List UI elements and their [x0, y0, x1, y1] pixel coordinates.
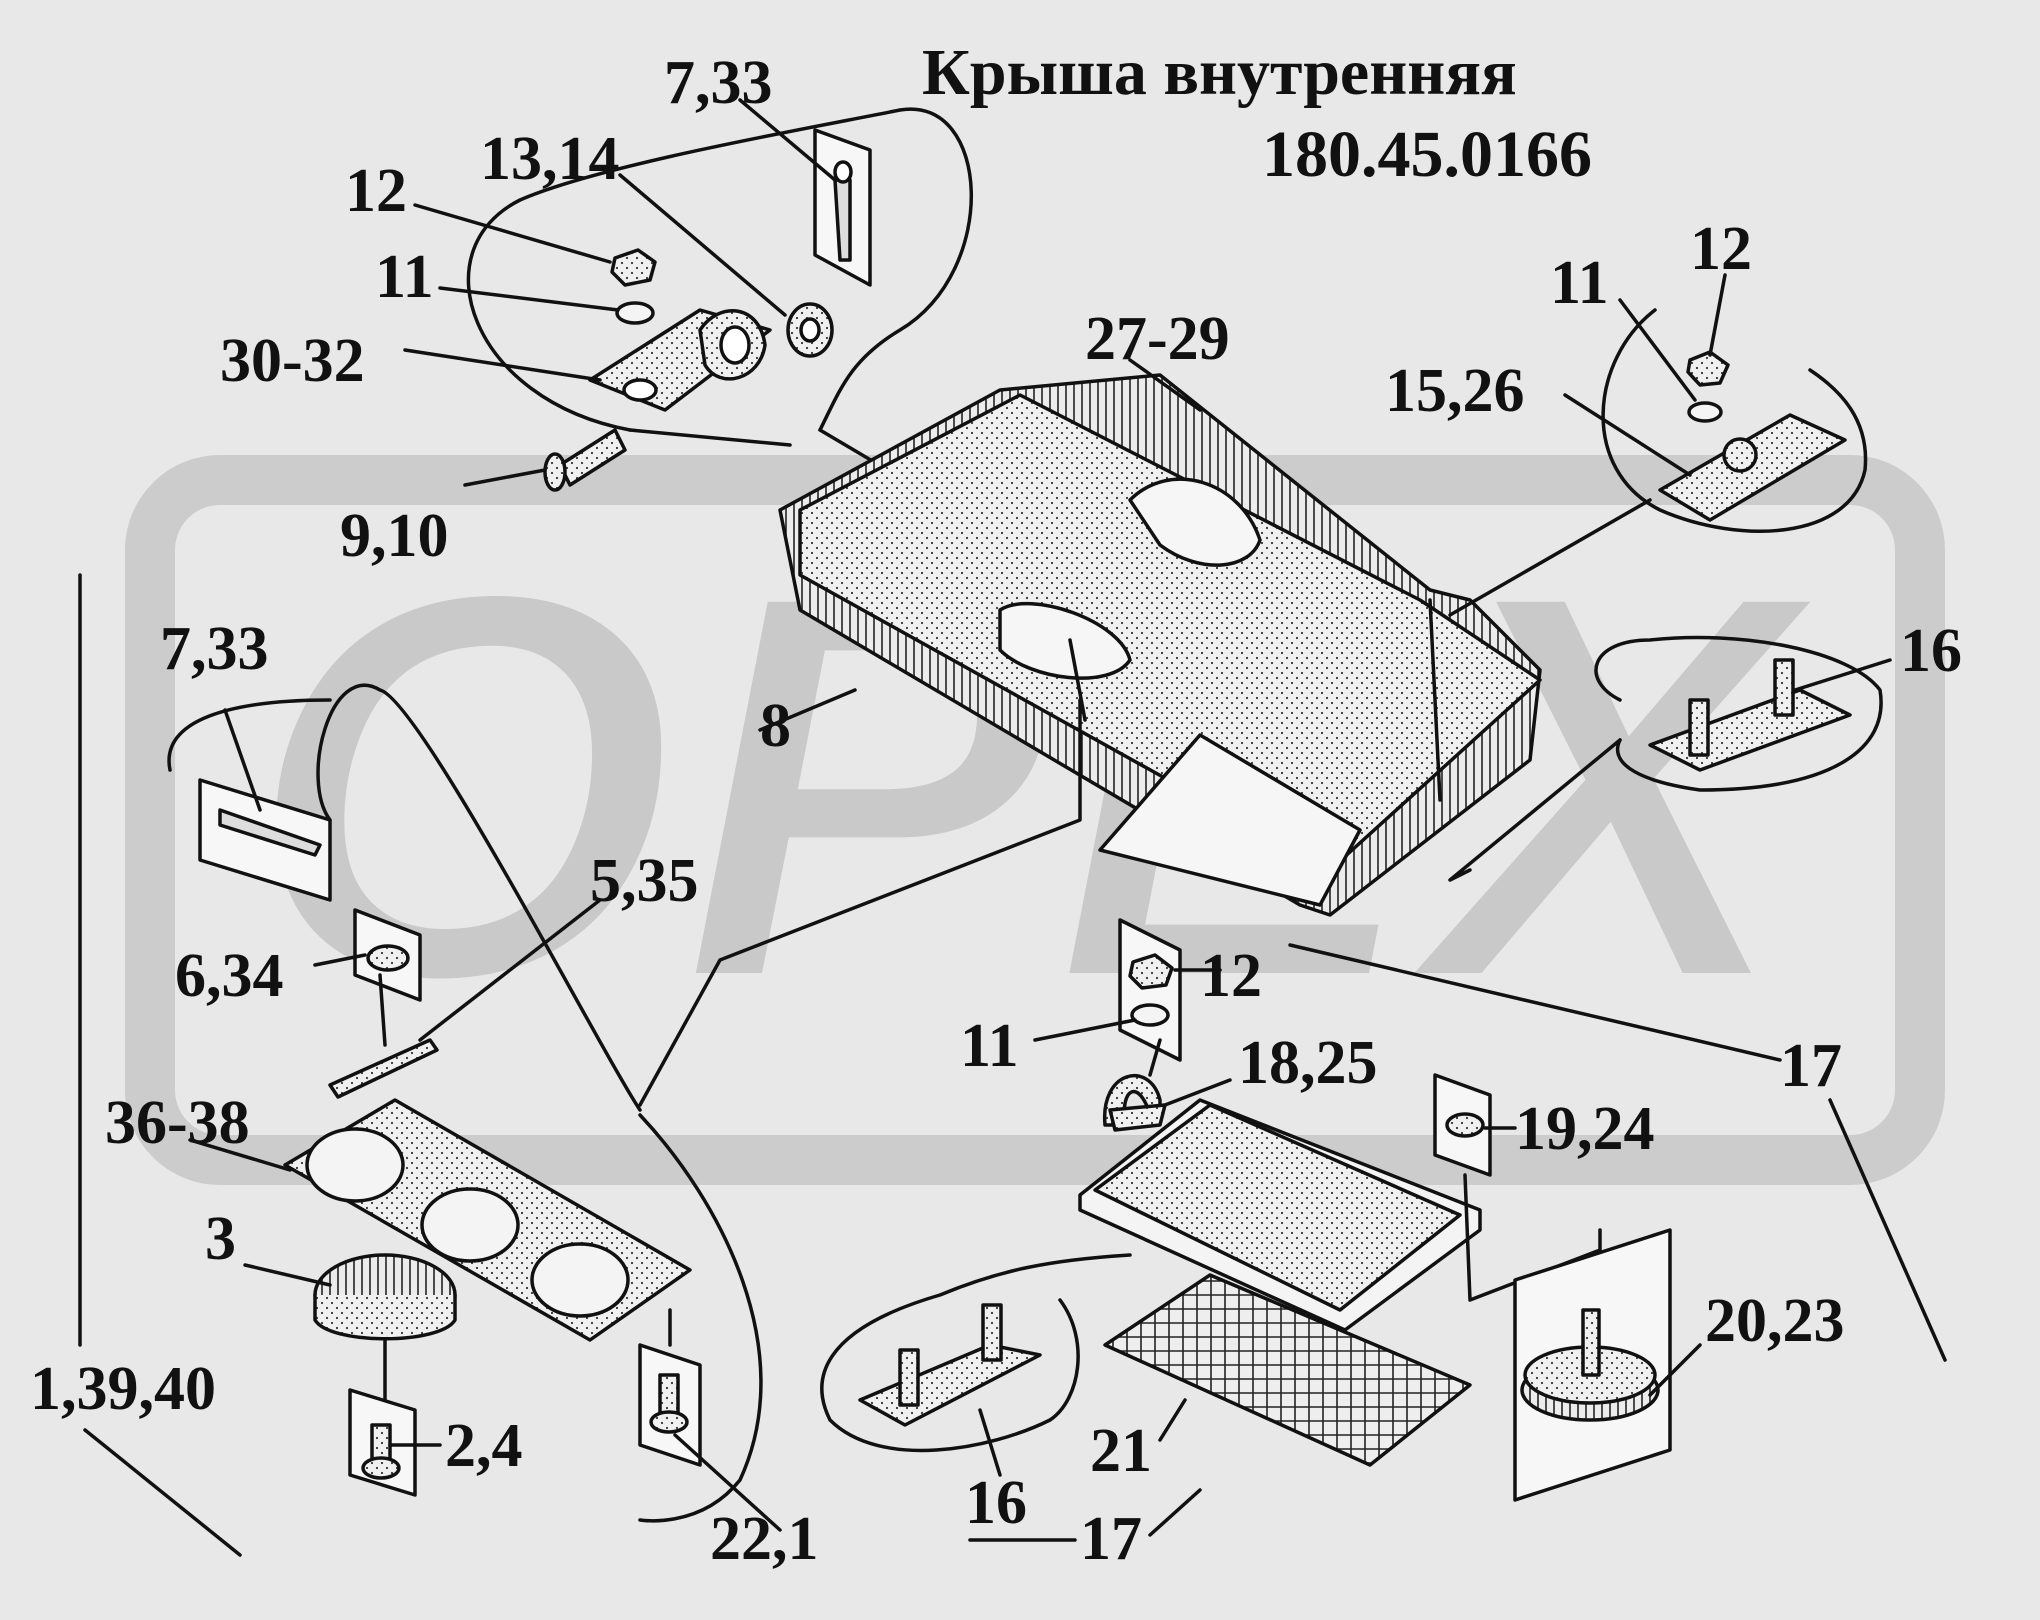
group-curve-lower [638, 1113, 763, 1523]
leader-17-bottom [1148, 1488, 1202, 1537]
detail-bubble-studs-right [1594, 635, 1883, 792]
callout-label: 12 [345, 157, 407, 225]
detail-bubble-hinge [466, 107, 973, 432]
callout-label: 22,1 [710, 1505, 819, 1573]
vent-grille-3-part [313, 1253, 457, 1341]
leader-9-10 [463, 468, 547, 487]
leader-21 [1158, 1398, 1187, 1442]
group-curve-left [316, 683, 642, 1112]
callout-label: 19,24 [1515, 1095, 1655, 1163]
nut-washer-mid-part [1118, 918, 1182, 1062]
leader-7-33-top [738, 98, 837, 182]
callout-label: 11 [960, 1012, 1019, 1080]
leader-5-35 [418, 898, 602, 1042]
leader-1-39-40 [83, 1428, 242, 1557]
leader-30-32 [403, 348, 602, 382]
leader-6-34-down [378, 973, 387, 1047]
leader-20-23 [1648, 1343, 1702, 1397]
callout-label: 11 [375, 243, 434, 311]
leader-13-14 [618, 173, 787, 317]
washer-19-24-part [1433, 1073, 1492, 1177]
diagram-part-number: 180.45.0166 [1262, 118, 1592, 191]
leader-11-mid [1033, 1018, 1137, 1042]
callout-label: 36-38 [105, 1089, 250, 1157]
knob-20-23-part [1513, 1228, 1672, 1502]
leader-mid-to-hook [1148, 1038, 1162, 1077]
callout-label: 3 [205, 1205, 236, 1273]
washer-11-topright-part [1687, 401, 1723, 423]
leader-17-right-down [1828, 1098, 1947, 1362]
leader-17-right [1288, 943, 1782, 1062]
instrument-panel-36-38-part [283, 1098, 692, 1342]
hook-18-25-part [1103, 1074, 1167, 1132]
callout-label: 8 [760, 692, 791, 760]
screw-22-1-part [638, 1343, 702, 1467]
callout-label: 7,33 [664, 49, 773, 117]
callout-label: 1,39,40 [30, 1355, 216, 1423]
callout-label: 2,4 [445, 1412, 523, 1480]
washer-6-34-part [353, 908, 422, 1002]
callout-label: 27-29 [1085, 305, 1230, 373]
leader-15-26 [1563, 393, 1692, 477]
leader-8 [758, 688, 857, 732]
leader-7-33-left-path [638, 638, 1087, 1107]
callout-label: 9,10 [340, 502, 449, 570]
leader-bubble-16-right [1448, 738, 1622, 882]
leader-11-topleft [438, 286, 620, 312]
leader-36-38 [188, 1138, 292, 1172]
callout-label: 12 [1690, 215, 1752, 283]
callout-label: 16 [965, 1469, 1027, 1537]
leader-27-29 [1128, 358, 1202, 412]
stud-plate-16-bottom-part [858, 1303, 1042, 1427]
leader-11-topright [1618, 298, 1697, 402]
roof-tray-part [778, 373, 1542, 917]
callout-label: 6,34 [175, 942, 284, 1010]
detail-bubble-plate [1601, 308, 1868, 533]
nut-12-topright-part [1686, 350, 1730, 387]
detail-arc-left [167, 698, 332, 772]
callout-label: 18,25 [1238, 1029, 1378, 1097]
callout-label: 13,14 [480, 125, 620, 193]
leader-16-bottom [978, 1408, 1002, 1477]
callout-label: 30-32 [220, 327, 365, 395]
callout-label: 20,23 [1705, 1287, 1845, 1355]
diagram-title: Крыша внутренняя [922, 36, 1517, 109]
callout-label: 17 [1080, 1505, 1142, 1573]
stud-plate-16-right-part [1648, 658, 1852, 772]
leader-12-topright [1708, 273, 1727, 357]
leader-16-right [1793, 658, 1892, 692]
mount-plate-15-26-part [1658, 413, 1847, 522]
leader-3 [243, 1263, 332, 1287]
callout-label: 12 [1200, 942, 1262, 1010]
leader-22-1 [673, 1433, 782, 1532]
callout-label: 5,35 [590, 847, 699, 915]
leader-7-33-left [223, 708, 262, 812]
detail-bubble-studs-bottom [820, 1253, 1132, 1453]
leader-12-topleft [413, 203, 612, 264]
cotter-pin-7-33-left-part [198, 778, 332, 902]
spring-washer-11-part [615, 301, 655, 325]
hinge-plate-part [588, 308, 772, 412]
hatch-seal-mat-21-part [1103, 1273, 1472, 1467]
callout-label: 11 [1550, 249, 1609, 317]
screw-2-4-part [348, 1388, 417, 1497]
callout-label: 17 [1780, 1032, 1842, 1100]
callout-label: 7,33 [160, 615, 269, 683]
clevis-pin-9-10-part [543, 428, 627, 492]
nut-12-part [610, 248, 657, 287]
bubble-tail [628, 428, 792, 447]
leader-bubble-to-tray [1448, 498, 1652, 617]
hatch-lid-17-part [1078, 1098, 1482, 1332]
cotter-pin-7-33-top-part [813, 128, 872, 287]
leader-18-25 [1163, 1078, 1232, 1107]
leader-6-34 [313, 953, 367, 967]
callout-label: 15,26 [1385, 357, 1525, 425]
callout-label: 16 [1900, 617, 1962, 685]
callout-label: 21 [1090, 1417, 1152, 1485]
latch-rod-5-35-part [328, 1038, 439, 1099]
